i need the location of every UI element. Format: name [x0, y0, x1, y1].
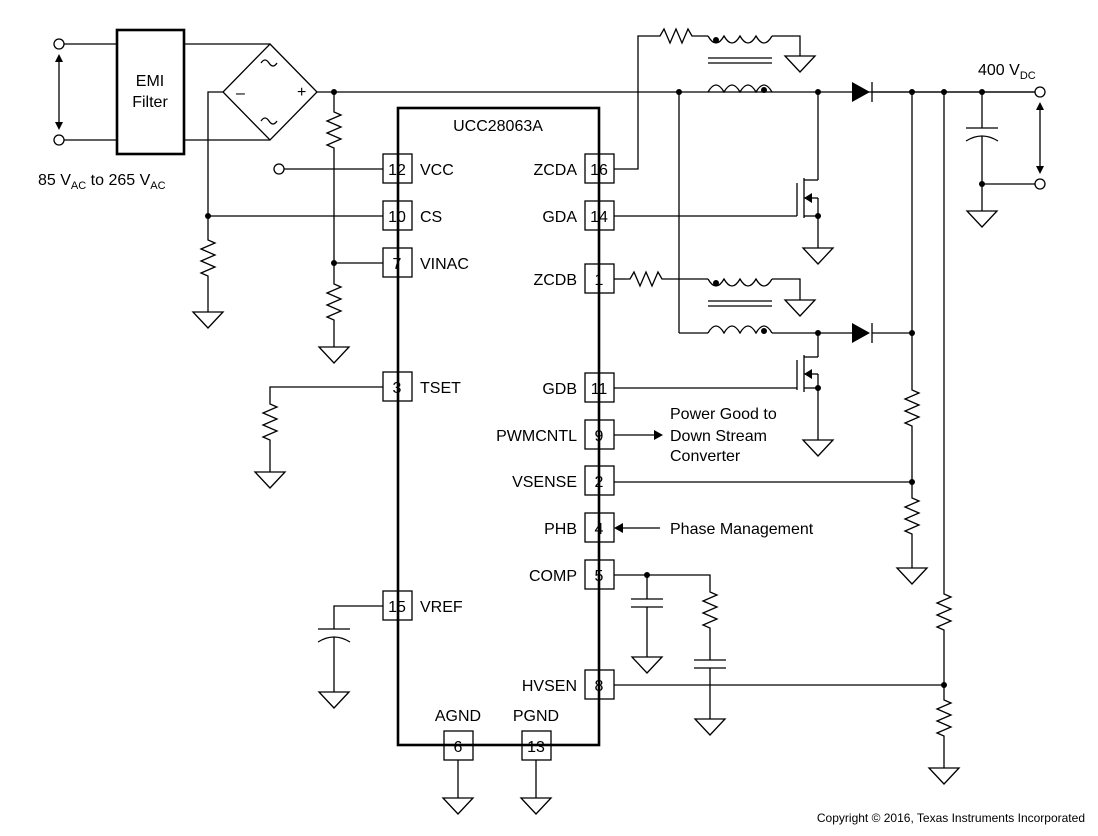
output-voltage-label: 400 VDC [978, 62, 1036, 82]
pin-vref-num: 15 [388, 599, 406, 616]
emi-label-2: Filter [132, 94, 168, 111]
input-range-label: 85 VAC to 265 VAC [38, 172, 166, 192]
pin-vinac: 7 VINAC [382, 247, 469, 278]
pin-agnd: 6 AGND [435, 708, 481, 761]
pin-vinac-name: VINAC [420, 256, 469, 273]
pin-cs-num: 10 [388, 209, 406, 226]
pin-gda-num: 14 [590, 209, 608, 226]
pin-gda: 14 GDA [542, 200, 615, 231]
pin-zcda-num: 16 [590, 162, 608, 179]
pin-gdb-num: 11 [591, 381, 608, 398]
pin-comp-name: COMP [529, 568, 577, 585]
pin-tset-num: 3 [393, 380, 402, 397]
input-range-a-sub: AC [71, 180, 86, 192]
pin-phb: 4 PHB [544, 512, 615, 543]
pin-vref-name: VREF [420, 599, 463, 616]
pin-pgnd: 13 PGND [513, 708, 559, 761]
bridge-plus-label: + [297, 84, 306, 101]
pin-vsense-num: 2 [595, 474, 604, 491]
pin-cs-name: CS [420, 209, 442, 226]
pin-gdb: 11 GDB [542, 372, 615, 403]
emi-label-1: EMI [136, 73, 164, 90]
pin-pwmcntl-name: PWMCNTL [496, 428, 577, 445]
ic-body [396, 106, 601, 747]
power-good-line-3: Converter [670, 448, 741, 465]
pin-vcc-name: VCC [420, 162, 454, 179]
pin-zcda-name: ZCDA [533, 162, 577, 179]
pin-phb-num: 4 [595, 521, 604, 538]
pin-zcdb-name: ZCDB [533, 272, 577, 289]
pin-pgnd-name: PGND [513, 708, 559, 725]
phase-management-label: Phase Management [670, 521, 814, 538]
input-terminals [53, 38, 117, 146]
pin-comp-num: 5 [595, 568, 604, 585]
pin-pwmcntl: 9 PWMCNTL [496, 419, 615, 450]
pin-agnd-num: 6 [454, 739, 463, 756]
input-range-b-sub: AC [150, 180, 165, 192]
pin-gdb-name: GDB [542, 381, 577, 398]
pin-pwmcntl-num: 9 [595, 428, 604, 445]
pin-gda-name: GDA [542, 209, 577, 226]
pin-tset: 3 TSET [382, 371, 461, 402]
pin-tset-name: TSET [420, 380, 461, 397]
pin-vcc: 12 VCC [382, 153, 454, 184]
emi-filter-box [115, 28, 186, 156]
pin-phb-name: PHB [544, 521, 577, 538]
pin-zcda: 16 ZCDA [533, 153, 615, 184]
input-range-a: 85 V [38, 172, 71, 189]
output-voltage-main: 400 V [978, 62, 1020, 79]
output-voltage-sub: DC [1020, 70, 1036, 82]
pin-hvsen-name: HVSEN [522, 678, 577, 695]
bridge-rectifier [184, 43, 318, 141]
copyright: Copyright © 2016, Texas Instruments Inco… [817, 811, 1085, 825]
input-range-b: to 265 V [86, 172, 150, 189]
pin-vinac-num: 7 [393, 256, 402, 273]
power-good-line-1: Power Good to [670, 406, 777, 423]
pin-vcc-num: 12 [388, 162, 406, 179]
pin-zcdb: 1 ZCDB [533, 263, 615, 294]
pin-comp: 5 COMP [529, 559, 615, 590]
pin-vsense-name: VSENSE [512, 474, 577, 491]
pin-zcdb-num: 1 [595, 272, 604, 289]
pin-vref: 15 VREF [382, 590, 463, 621]
pin-agnd-name: AGND [435, 708, 481, 725]
pin-cs: 10 CS [382, 200, 442, 231]
ic-name: UCC28063A [453, 118, 543, 135]
bridge-minus-label: – [236, 85, 245, 102]
pin-pgnd-num: 13 [527, 739, 545, 756]
pin-hvsen-num: 8 [595, 678, 604, 695]
pin-vsense: 2 VSENSE [512, 465, 615, 496]
power-good-line-2: Down Stream [670, 428, 767, 445]
